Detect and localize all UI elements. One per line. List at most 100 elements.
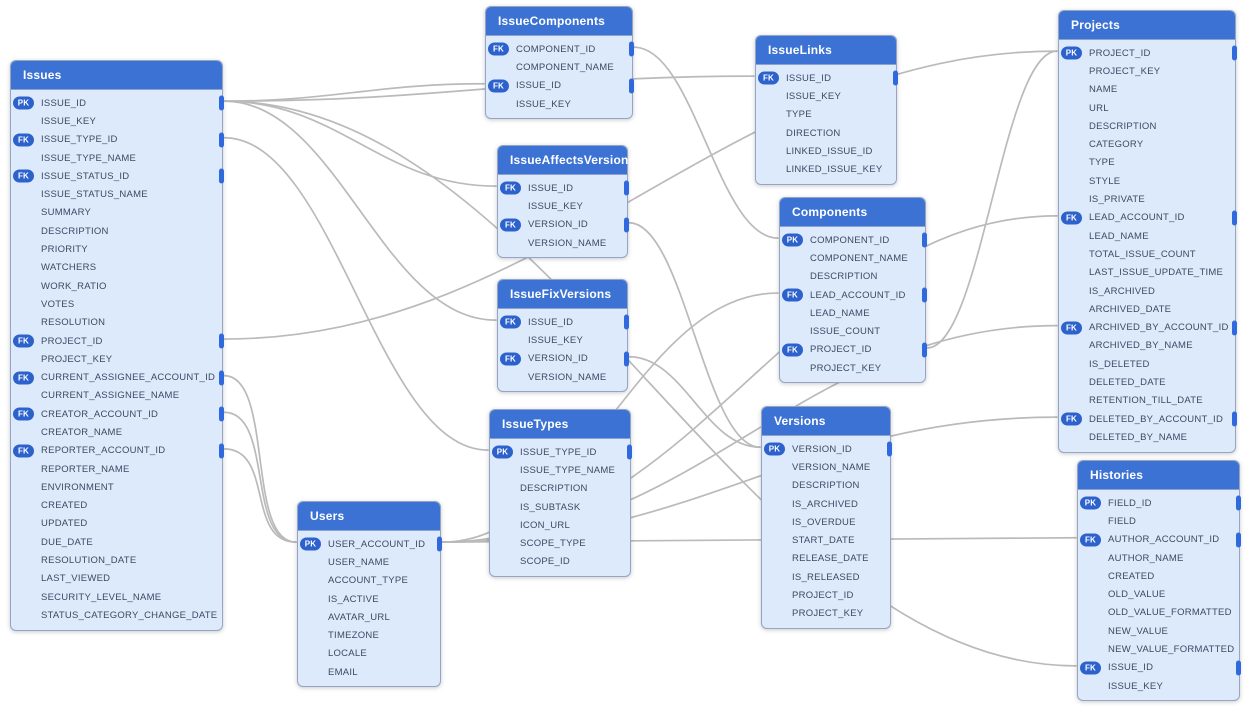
table-header-versions[interactable]: Versions <box>762 407 890 436</box>
connection-stub[interactable] <box>1232 411 1237 427</box>
connection-stub[interactable] <box>1236 660 1241 676</box>
table-title: IssueAffectsVersions <box>510 153 636 167</box>
field-name: NAME <box>1089 84 1118 96</box>
connection-stub[interactable] <box>627 444 632 460</box>
connection-stub[interactable] <box>887 441 892 457</box>
field-name: SUMMARY <box>41 207 92 219</box>
relationship-line[interactable] <box>223 411 297 543</box>
table-row: AVATAR_URL <box>298 608 440 626</box>
connection-stub[interactable] <box>219 443 224 459</box>
relationship-line[interactable] <box>633 46 779 239</box>
field-name: PROJECT_ID <box>41 335 103 347</box>
connection-stub[interactable] <box>219 132 224 148</box>
field-name: ENVIRONMENT <box>41 481 114 493</box>
relationship-line[interactable] <box>628 221 761 448</box>
field-name: FIELD <box>1108 515 1137 527</box>
field-name: STYLE <box>1089 175 1121 187</box>
table-row: UPDATED <box>11 515 222 533</box>
field-name: RESOLUTION <box>41 317 106 329</box>
connection-stub[interactable] <box>1236 532 1241 548</box>
connection-stub[interactable] <box>629 78 634 94</box>
table-header-users[interactable]: Users <box>298 502 440 531</box>
relationship-line[interactable] <box>223 100 497 321</box>
table-header-projects[interactable]: Projects <box>1059 11 1235 40</box>
relationship-line[interactable] <box>628 355 761 448</box>
field-name: CATEGORY <box>1089 139 1144 151</box>
relationship-line[interactable] <box>223 374 297 543</box>
connection-stub[interactable] <box>219 95 224 111</box>
relationship-line[interactable] <box>926 50 1058 349</box>
connection-stub[interactable] <box>624 351 629 367</box>
table-header-issue_links[interactable]: IssueLinks <box>756 36 896 65</box>
relationship-line[interactable] <box>223 136 489 451</box>
table-row: PROJECT_KEY <box>11 350 222 368</box>
table-row: CREATED <box>11 497 222 515</box>
connection-stub[interactable] <box>922 342 927 358</box>
table-header-issue_fix_versions[interactable]: IssueFixVersions <box>498 280 627 309</box>
field-name: CREATED <box>41 500 88 512</box>
field-name: TYPE <box>786 109 812 121</box>
connection-stub[interactable] <box>922 232 927 248</box>
connection-stub[interactable] <box>219 406 224 422</box>
connection-stub[interactable] <box>624 180 629 196</box>
table-row: ISSUE_TYPE_NAME <box>11 149 222 167</box>
connection-stub[interactable] <box>893 70 898 86</box>
field-name: URL <box>1089 102 1109 114</box>
field-name: DESCRIPTION <box>810 271 878 283</box>
relationship-line[interactable] <box>223 448 297 543</box>
field-name: WORK_RATIO <box>41 280 107 292</box>
connection-stub[interactable] <box>219 168 224 184</box>
pk-badge: PK <box>13 96 34 110</box>
relationship-line[interactable] <box>223 100 497 187</box>
connection-stub[interactable] <box>1232 45 1237 61</box>
table-row: URL <box>1059 99 1235 117</box>
table-header-issue_affects_versions[interactable]: IssueAffectsVersions <box>498 146 635 175</box>
table-header-issue_components[interactable]: IssueComponents <box>486 7 632 36</box>
connection-stub[interactable] <box>219 333 224 349</box>
fk-badge: FK <box>13 444 34 458</box>
table-row: RESOLUTION_DATE <box>11 551 222 569</box>
relationship-line[interactable] <box>223 50 1058 340</box>
table-row: TYPE <box>1059 154 1235 172</box>
table-header-issue_types[interactable]: IssueTypes <box>490 410 630 439</box>
field-name: VERSION_ID <box>528 353 589 365</box>
relationship-line[interactable] <box>223 100 1077 667</box>
table-header-components[interactable]: Components <box>780 198 925 227</box>
field-name: ARCHIVED_BY_NAME <box>1089 340 1193 352</box>
table-row: DUE_DATE <box>11 533 222 551</box>
connection-stub[interactable] <box>437 536 442 552</box>
field-name: IS_ARCHIVED <box>1089 285 1156 297</box>
table-row: PROJECT_ID <box>762 586 890 604</box>
connection-stub[interactable] <box>219 370 224 386</box>
field-name: PROJECT_ID <box>792 590 854 602</box>
table-row: ACCOUNT_TYPE <box>298 572 440 590</box>
table-header-issues[interactable]: Issues <box>11 61 222 90</box>
connection-stub[interactable] <box>1232 210 1237 226</box>
connection-stub[interactable] <box>629 41 634 57</box>
connection-stub[interactable] <box>1236 495 1241 511</box>
connection-stub[interactable] <box>1232 320 1237 336</box>
table-header-histories[interactable]: Histories <box>1078 461 1239 490</box>
fk-badge: FK <box>488 42 509 56</box>
table-row: PROJECT_KEY <box>780 359 925 377</box>
table-row: STATUS_CATEGORY_CHANGE_DATE <box>11 606 222 624</box>
connection-stub[interactable] <box>922 287 927 303</box>
connection-stub[interactable] <box>624 314 629 330</box>
connection-stub[interactable] <box>624 217 629 233</box>
